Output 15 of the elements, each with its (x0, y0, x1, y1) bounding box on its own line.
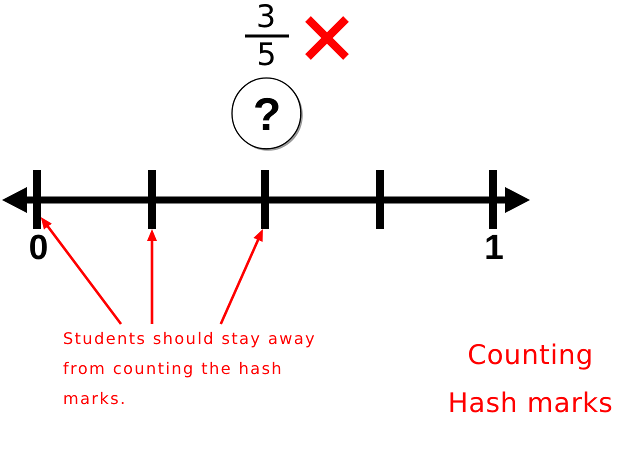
tick-mark (376, 170, 384, 229)
fraction-denominator: 5 (256, 40, 276, 70)
leader-arrow (40, 216, 122, 325)
number-label: 0 (28, 230, 48, 265)
leader-arrow (147, 229, 157, 324)
callout-text: Students should stay away from counting the hash marks. (63, 324, 333, 414)
fraction-numerator: 3 (256, 2, 276, 32)
number-label: 1 (484, 230, 504, 265)
title: Counting Hash marks (446, 339, 614, 421)
tick-mark (33, 170, 41, 229)
tick-mark (148, 170, 156, 229)
tick-mark (489, 170, 497, 229)
tick-mark (261, 170, 269, 229)
question-circle: ? (231, 77, 303, 151)
leader-arrow (220, 228, 264, 325)
